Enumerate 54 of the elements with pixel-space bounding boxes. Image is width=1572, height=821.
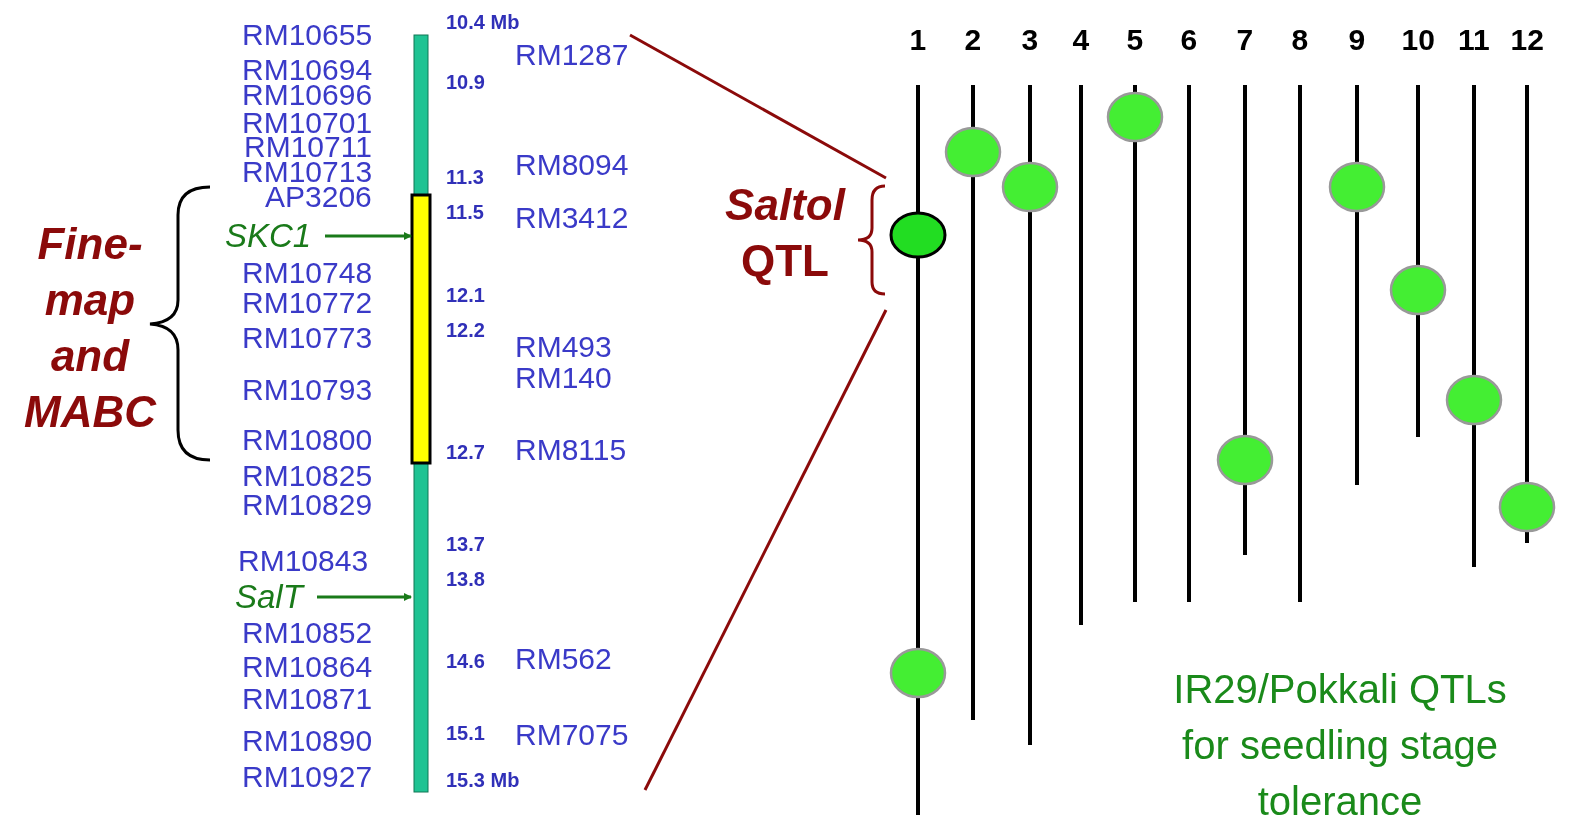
marker-label: RM10772 bbox=[242, 288, 373, 318]
chromosome-number: 1 bbox=[909, 25, 927, 55]
chromosome-number: 9 bbox=[1348, 25, 1366, 55]
arrow bbox=[317, 593, 412, 601]
chromosome-number: 12 bbox=[1510, 25, 1544, 55]
marker-label: RM10871 bbox=[242, 684, 373, 714]
gene-label: SalT bbox=[235, 580, 303, 613]
chromosome-number: 10 bbox=[1401, 25, 1435, 55]
marker-label: RM10655 bbox=[242, 20, 373, 50]
marker-label: RM3412 bbox=[515, 203, 629, 233]
position-label: 13.7 bbox=[446, 534, 485, 554]
marker-label: RM10748 bbox=[242, 258, 373, 288]
marker-label: RM8115 bbox=[515, 435, 627, 465]
marker-label: RM140 bbox=[515, 363, 612, 393]
chromosome-number: 4 bbox=[1072, 25, 1090, 55]
caption-text: IR29/Pokkali QTLs for seedling stage tolerance bbox=[1172, 666, 1508, 821]
chromosome-number: 5 bbox=[1126, 25, 1144, 55]
position-label: 13.8 bbox=[446, 569, 485, 589]
marker-label: RM10927 bbox=[242, 762, 373, 792]
arrow bbox=[325, 232, 412, 240]
position-label: 11.5 bbox=[446, 202, 484, 222]
chromosome-number: 11 bbox=[1458, 25, 1490, 55]
marker-label: RM1287 bbox=[515, 40, 629, 70]
marker-label: RM10890 bbox=[242, 726, 373, 756]
marker-label: RM10793 bbox=[242, 375, 373, 405]
position-label: 10.4 Mb bbox=[446, 12, 520, 32]
chromosome-number: 3 bbox=[1021, 25, 1039, 55]
position-label: 14.6 bbox=[446, 651, 485, 671]
marker-label: RM10773 bbox=[242, 323, 373, 353]
marker-label: RM10852 bbox=[242, 618, 373, 648]
chromosome-number: 2 bbox=[964, 25, 982, 55]
marker-label: RM10800 bbox=[242, 425, 373, 455]
position-label: 11.3 bbox=[446, 167, 484, 187]
chromosome-number: 6 bbox=[1180, 25, 1198, 55]
position-label: 15.3 Mb bbox=[446, 770, 520, 790]
method-title: Fine- map and MABC bbox=[23, 218, 158, 438]
gene-label: SKC1 bbox=[225, 219, 312, 252]
marker-label: RM493 bbox=[515, 332, 612, 362]
marker-label: RM8094 bbox=[515, 150, 629, 180]
marker-label: RM562 bbox=[515, 644, 612, 674]
marker-label: RM10829 bbox=[242, 490, 373, 520]
position-label: 12.7 bbox=[446, 442, 485, 462]
chromosome-number: 8 bbox=[1291, 25, 1309, 55]
marker-label: RM10843 bbox=[238, 546, 369, 576]
position-label: 12.2 bbox=[446, 320, 485, 340]
marker-label: RM10864 bbox=[242, 652, 373, 682]
position-label: 12.1 bbox=[446, 285, 485, 305]
chromosome-number: 7 bbox=[1236, 25, 1254, 55]
qtl-title: Saltol QTL bbox=[724, 179, 847, 287]
position-label: 15.1 bbox=[446, 723, 485, 743]
position-label: 10.9 bbox=[446, 72, 485, 92]
marker-label: RM7075 bbox=[515, 720, 629, 750]
chromosome-bar bbox=[410, 34, 432, 793]
marker-label: RM10825 bbox=[242, 461, 373, 491]
